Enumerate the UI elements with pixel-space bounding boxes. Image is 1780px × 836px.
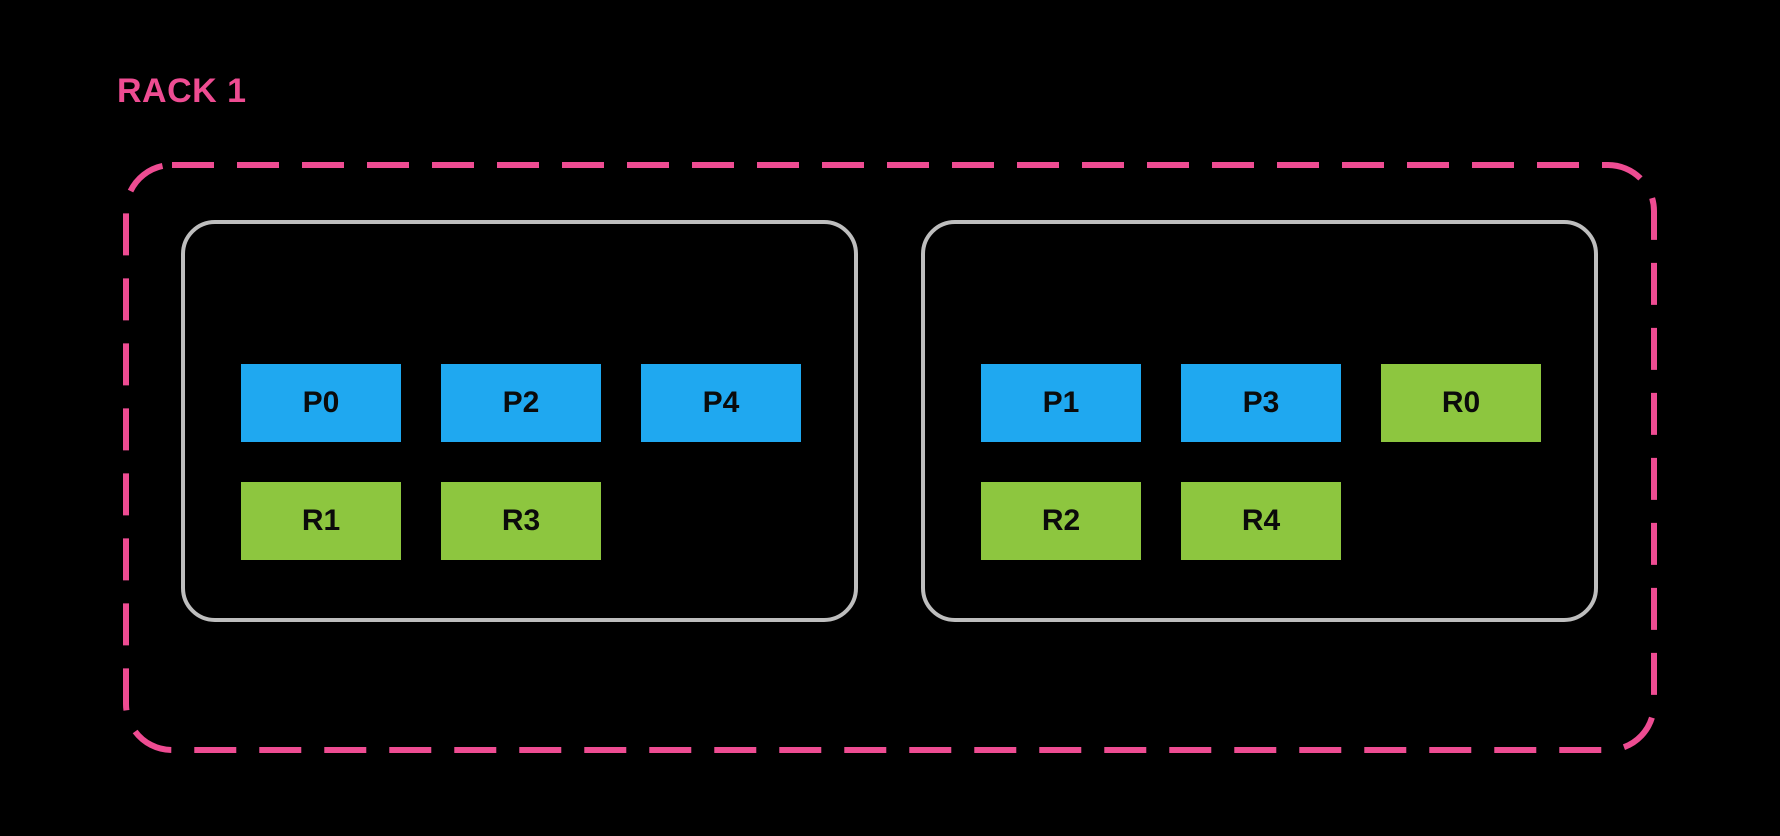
broker-node-1: P0 P2 P4 R1 R3 — [181, 220, 858, 622]
primary-chip-p4: P4 — [641, 364, 801, 442]
primary-chip-p0: P0 — [241, 364, 401, 442]
rack-title: RACK 1 — [117, 72, 247, 110]
node-2-top-row: P1 P3 R0 — [981, 364, 1594, 442]
primary-chip-p3: P3 — [1181, 364, 1341, 442]
node-2-bottom-row: R2 R4 — [981, 482, 1594, 560]
replica-chip-r1: R1 — [241, 482, 401, 560]
broker-node-2: P1 P3 R0 R2 R4 — [921, 220, 1598, 622]
primary-chip-p1: P1 — [981, 364, 1141, 442]
node-1-top-row: P0 P2 P4 — [241, 364, 854, 442]
replica-chip-r4: R4 — [1181, 482, 1341, 560]
replica-chip-r3: R3 — [441, 482, 601, 560]
primary-chip-p2: P2 — [441, 364, 601, 442]
replica-chip-r2: R2 — [981, 482, 1141, 560]
node-1-bottom-row: R1 R3 — [241, 482, 854, 560]
replica-chip-r0: R0 — [1381, 364, 1541, 442]
